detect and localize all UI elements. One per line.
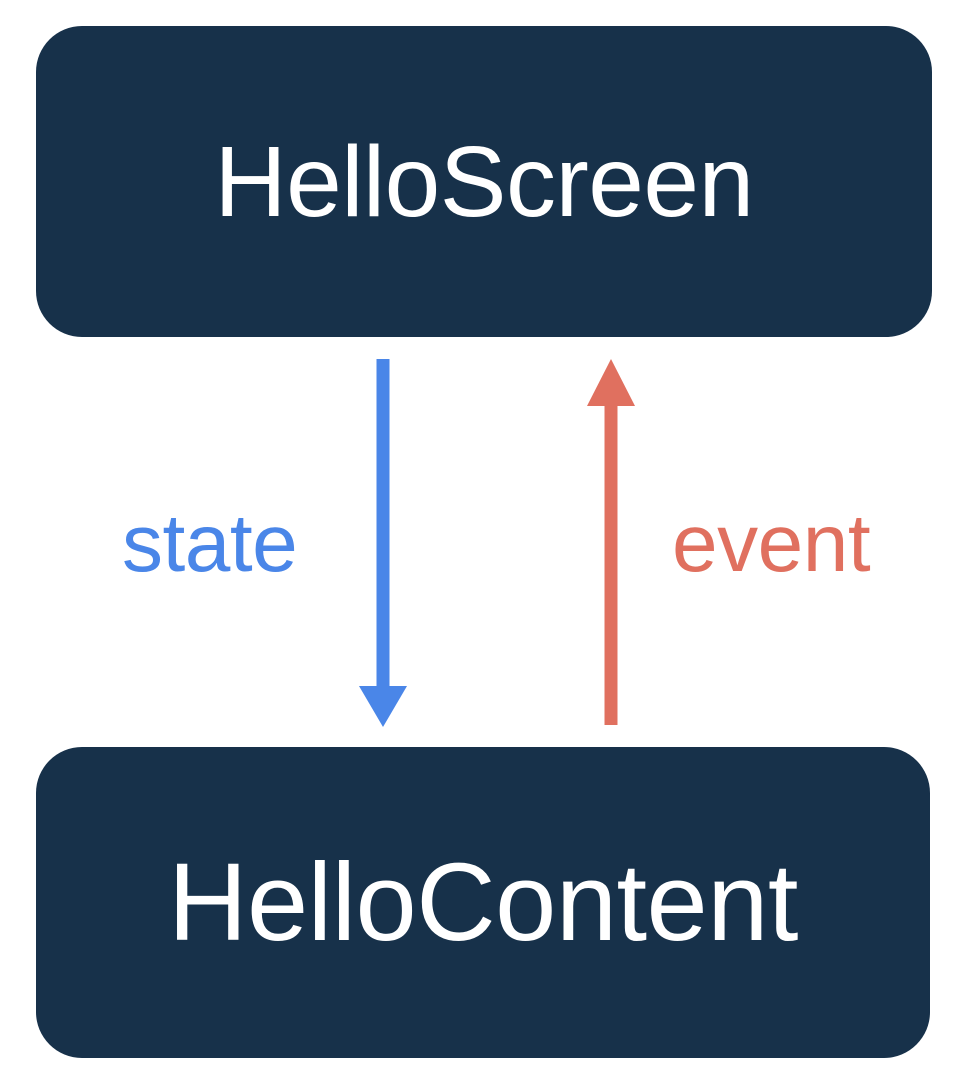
event-arrow-up-icon xyxy=(587,359,635,725)
node-hello-screen-label: HelloScreen xyxy=(214,125,754,238)
edge-label-state: state xyxy=(122,498,298,589)
node-hello-screen[interactable]: HelloScreen xyxy=(36,26,932,337)
edge-label-event: event xyxy=(672,498,871,589)
state-arrow-down-icon xyxy=(359,359,407,727)
node-hello-content-label: HelloContent xyxy=(168,840,798,964)
node-hello-content[interactable]: HelloContent xyxy=(36,747,930,1058)
